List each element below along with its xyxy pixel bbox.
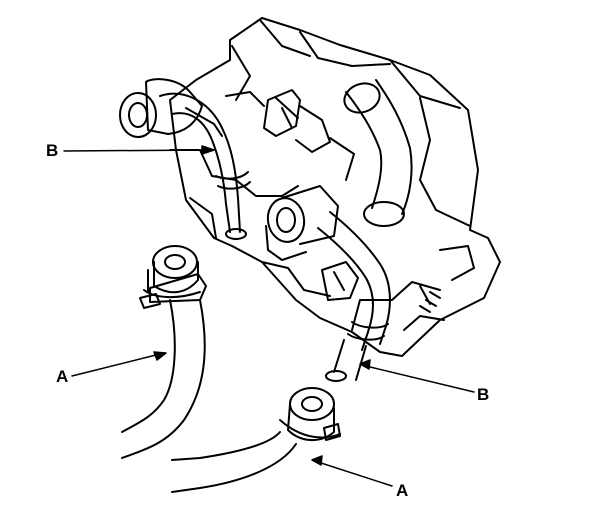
left-hose-a bbox=[121, 245, 207, 459]
rear-coolant-pipe bbox=[343, 79, 413, 227]
lower-outlet-fitting bbox=[265, 185, 339, 261]
lower-hose-a bbox=[171, 387, 341, 493]
sensor-housing bbox=[263, 89, 331, 153]
upper-pipe-b bbox=[159, 92, 251, 240]
callout-a-lower-hose: A bbox=[396, 481, 409, 500]
engine-block bbox=[169, 17, 501, 357]
upper-outlet-fitting bbox=[119, 78, 223, 138]
callout-b-lower-pipe: B bbox=[477, 385, 490, 404]
lower-pipe-b bbox=[317, 211, 391, 382]
callout-b-upper-pipe: B bbox=[46, 141, 59, 160]
leader-lines bbox=[63, 145, 475, 487]
hose-clip-upper bbox=[321, 261, 359, 301]
callout-a-left-hose: A bbox=[56, 367, 69, 386]
